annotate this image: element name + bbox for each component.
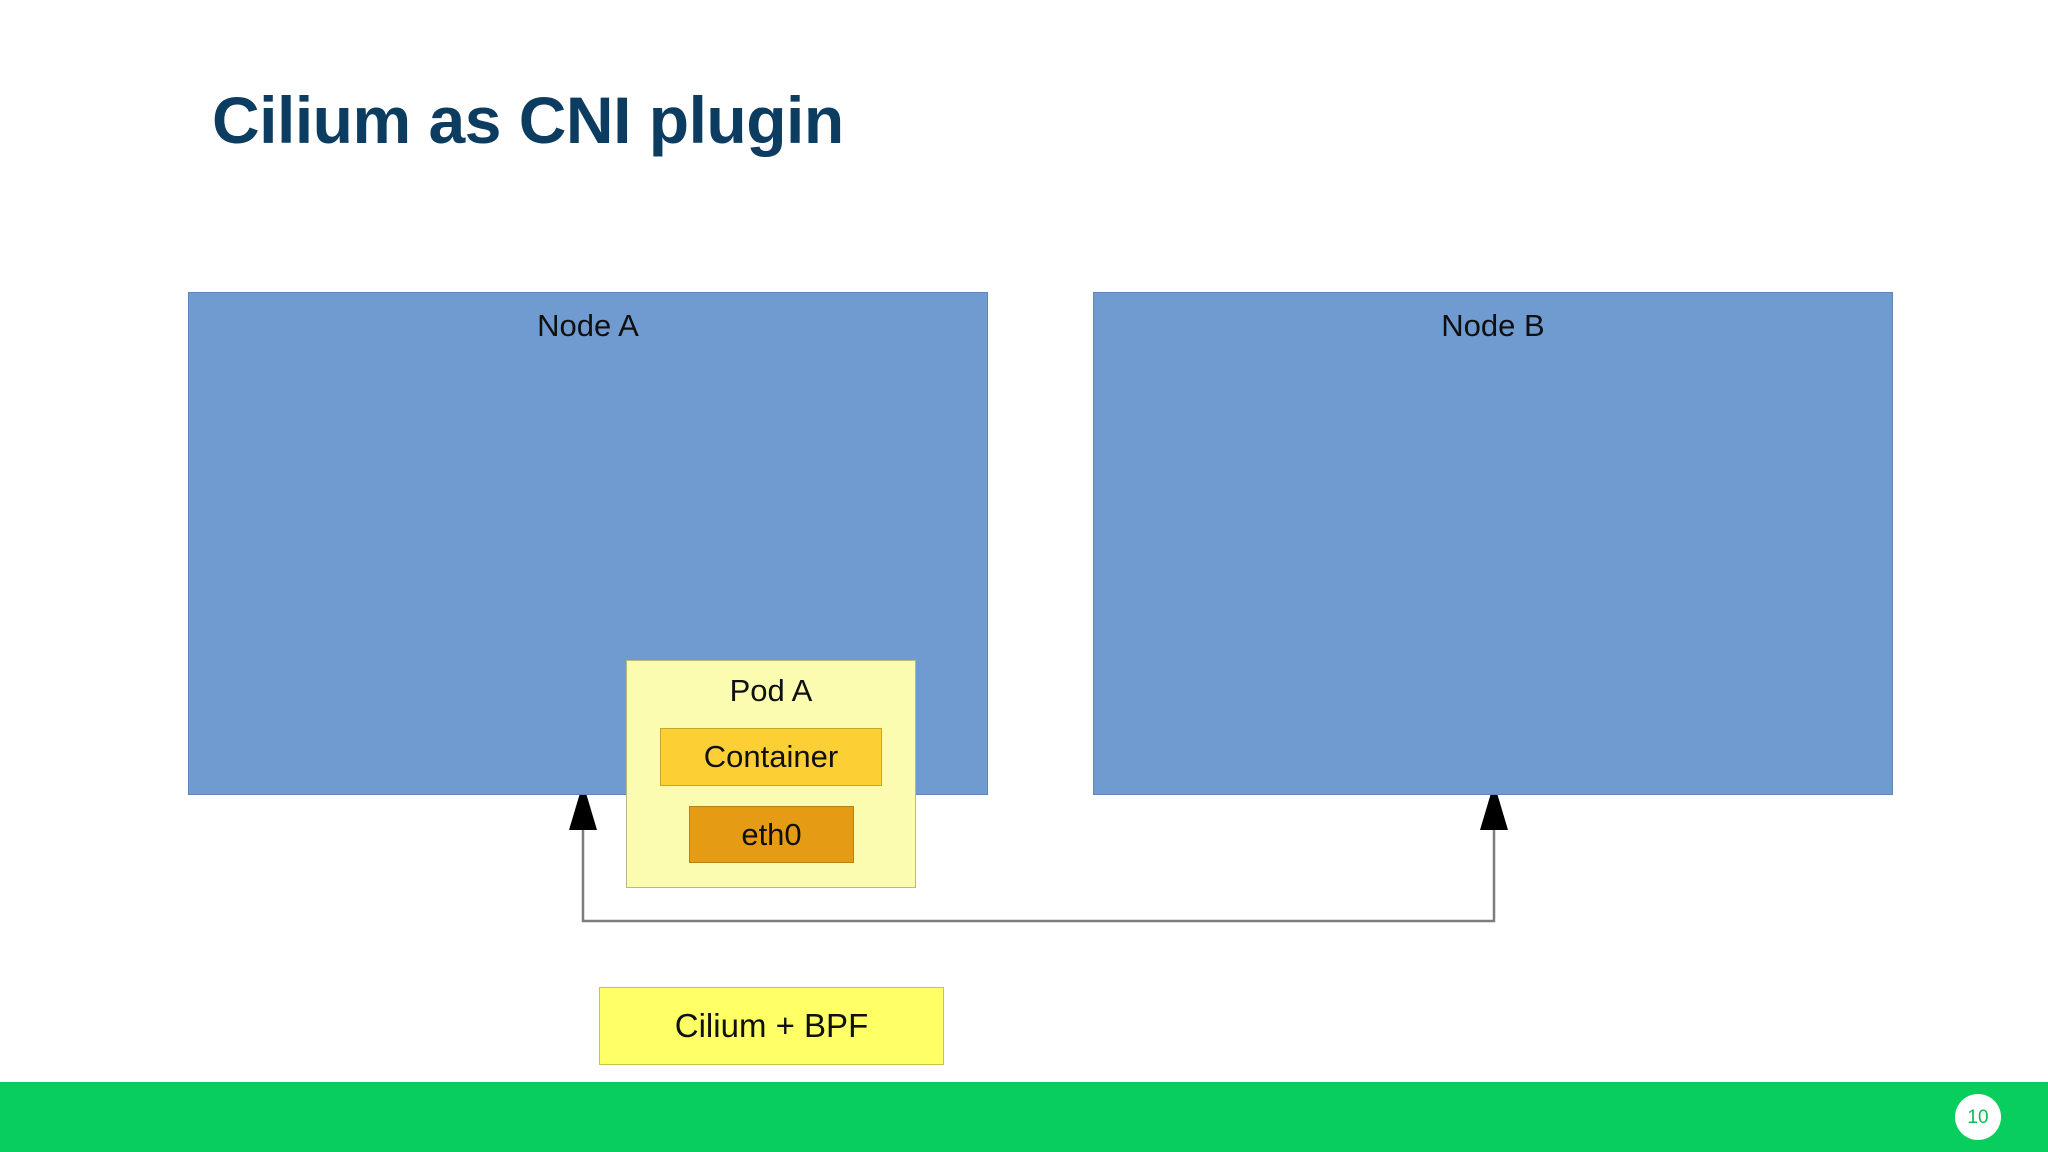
node-a-label: Node A	[537, 308, 639, 343]
node-box-a[interactable]: Node A Pod A Container eth0 Cilium + BPF	[188, 292, 988, 1065]
node-b-label: Node B	[1441, 308, 1545, 343]
pod-box-a[interactable]: Pod A Container eth0	[626, 660, 916, 888]
page-title: Cilium as CNI plugin	[212, 83, 844, 157]
node-box-b[interactable]: Node B Pod B Container eth0 Pod C Contai…	[1093, 292, 1893, 795]
arrow-node-a-to-node-b	[569, 783, 1508, 923]
page-number-badge: 10	[1955, 1094, 2001, 1140]
footer-bar: 10	[0, 1082, 2048, 1152]
pod-a-eth0-box[interactable]: eth0	[689, 806, 854, 863]
pod-a-container-box[interactable]: Container	[660, 728, 882, 786]
pod-a-label: Pod A	[729, 673, 813, 708]
cilium-bpf-box-node-a[interactable]: Cilium + BPF	[599, 987, 944, 1065]
